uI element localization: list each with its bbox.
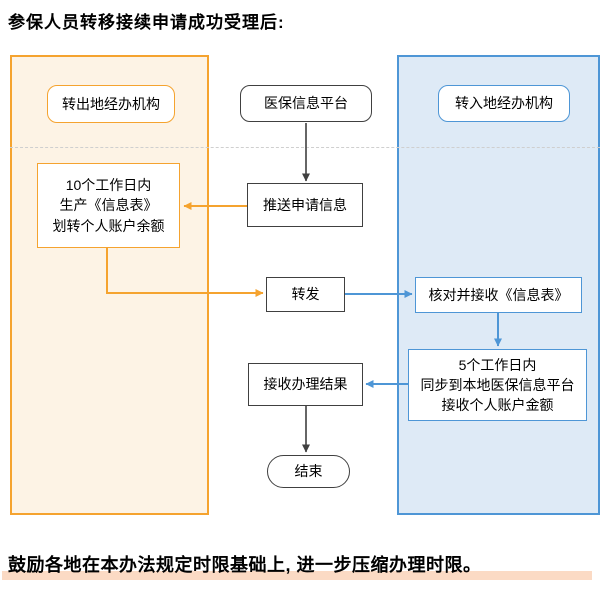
node-receive-result: 接收办理结果 [248, 363, 363, 406]
node-platform: 医保信息平台 [240, 85, 372, 122]
node-check-receive-info-table: 核对并接收《信息表》 [415, 277, 582, 313]
node-push-application-info: 推送申请信息 [247, 183, 363, 227]
footer-highlight-bar [2, 571, 592, 580]
node-receive-label: 接收办理结果 [263, 376, 348, 393]
lane-separator-dashed [10, 147, 600, 148]
node-transfer-in-agency: 转入地经办机构 [438, 85, 570, 122]
node-sync-line2: 同步到本地医保信息平台 [420, 376, 575, 393]
node-produce-line3: 划转个人账户余额 [52, 217, 165, 234]
node-end-label: 结束 [294, 463, 323, 480]
node-push-label: 推送申请信息 [263, 196, 347, 213]
node-forward-label: 转发 [291, 286, 320, 303]
node-check-label: 核对并接收《信息表》 [428, 286, 569, 303]
node-produce-line1: 10个工作日内 [65, 177, 152, 194]
node-end: 结束 [267, 455, 350, 488]
footer-text: 鼓励各地在本办法规定时限基础上, 进一步压缩办理时限。 [8, 555, 482, 575]
node-transfer-out-agency-label: 转出地经办机构 [62, 95, 160, 112]
node-sync-line1: 5个工作日内 [458, 356, 537, 373]
node-produce-line2: 生产《信息表》 [59, 197, 158, 214]
node-forward: 转发 [266, 277, 345, 312]
node-transfer-out-agency: 转出地经办机构 [47, 85, 175, 123]
page-title: 参保人员转移接续申请成功受理后: [8, 13, 285, 32]
lane-transfer-out [10, 55, 209, 515]
node-sync-receive-amount: 5个工作日内 同步到本地医保信息平台 接收个人账户金额 [408, 349, 587, 421]
node-platform-label: 医保信息平台 [264, 95, 348, 112]
node-transfer-in-agency-label: 转入地经办机构 [455, 95, 553, 112]
node-produce-info-table: 10个工作日内 生产《信息表》 划转个人账户余额 [37, 163, 180, 248]
node-sync-line3: 接收个人账户金额 [441, 397, 554, 414]
